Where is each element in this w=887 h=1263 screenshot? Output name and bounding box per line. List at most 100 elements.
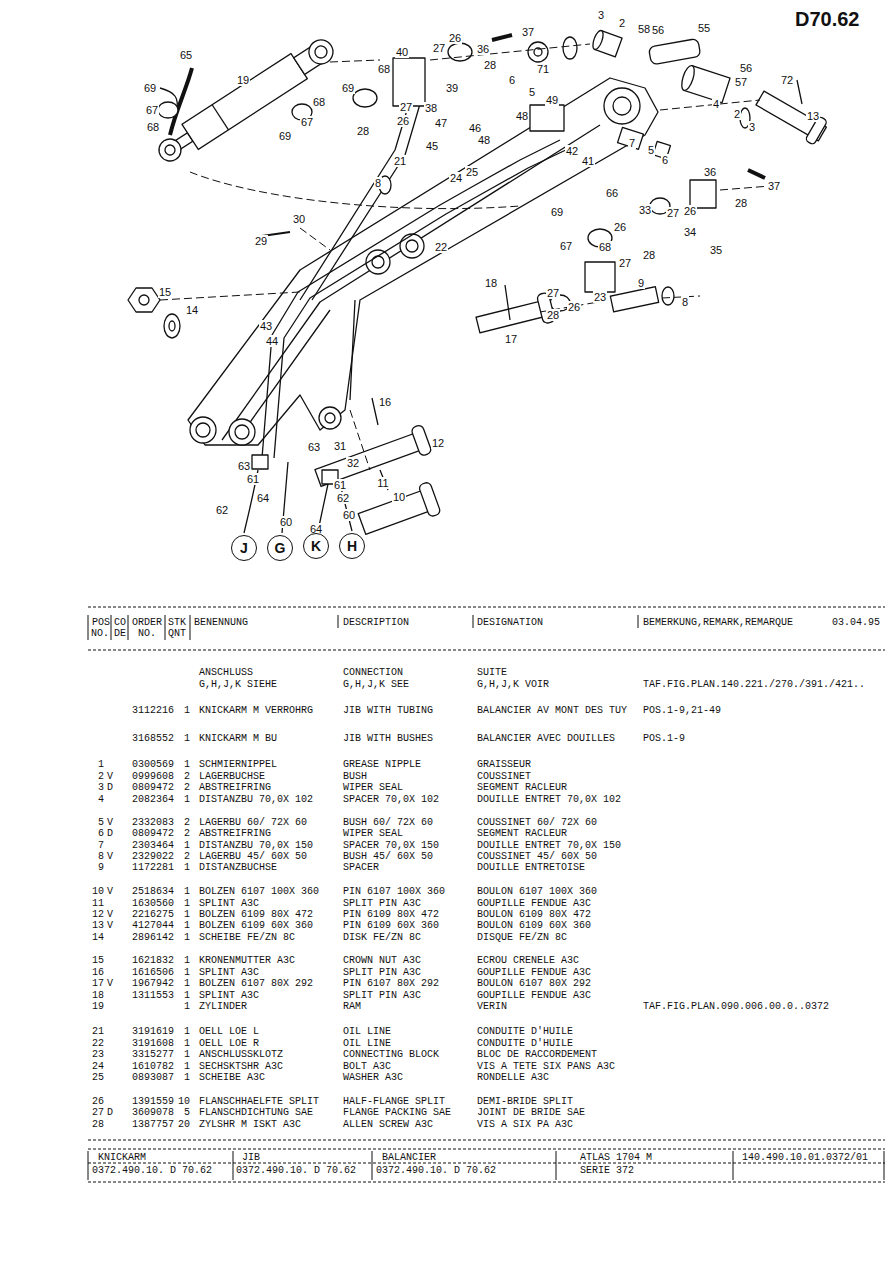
callout-number: 7 — [628, 137, 636, 149]
callout-number: 68 — [377, 63, 391, 75]
table-cell: BALANCIER AVEC DOUILLES — [477, 733, 615, 744]
table-cell: WIPER SEAL — [343, 828, 403, 839]
callout-number: 22 — [434, 241, 448, 253]
connection-circle: G — [267, 535, 293, 561]
table-cell: FLANSCHHAELFTE SPLIT — [199, 1096, 319, 1107]
table-cell: BOULON 6109 80X 472 — [477, 909, 591, 920]
hose — [244, 462, 352, 533]
callout-number: 48 — [477, 134, 491, 146]
callout-number: 60 — [342, 509, 356, 521]
table-cell: STK — [168, 617, 186, 628]
table-cell: BOLT A3C — [343, 1061, 391, 1072]
drawing-line — [372, 1151, 373, 1180]
table-cell: PIN 6109 60X 360 — [343, 920, 439, 931]
callout-number: 28 — [546, 309, 560, 321]
spacer-9 — [610, 287, 658, 312]
table-cell: 1 — [184, 1061, 190, 1072]
table-cell: WIPER SEAL — [343, 782, 403, 793]
table-cell: 1967942 — [132, 978, 174, 989]
callout-number: 8 — [374, 177, 382, 189]
drawing-line — [182, 54, 307, 150]
table-cell: 3191619 — [132, 1026, 174, 1037]
table-cell: 2 — [184, 851, 190, 862]
drawing-line — [88, 29, 885, 1182]
table-cell: SCHMIERNIPPEL — [199, 759, 277, 770]
drawing-line — [372, 256, 384, 268]
oil-line — [300, 100, 420, 300]
table-cell: DE — [114, 628, 126, 639]
table-cell: 1 — [184, 967, 190, 978]
callout-number: 26 — [396, 115, 410, 127]
callout-number: 43 — [259, 320, 273, 332]
drawing-line — [613, 97, 631, 115]
table-cell: BLOC DE RACCORDEMENT — [477, 1049, 597, 1060]
table-cell: 1 — [184, 955, 190, 966]
callout-number: 10 — [392, 491, 406, 503]
callout-number: 2 — [733, 108, 741, 120]
table-cell: POS.1-9,21-49 — [643, 705, 721, 716]
table-cell: POS.1-9 — [643, 733, 685, 744]
callout-number: 15 — [158, 286, 172, 298]
callout-number: 27 — [399, 101, 413, 113]
table-cell: GOUPILLE FENDUE A3C — [477, 967, 591, 978]
table-cell: 0372.490.10. D 70.62 — [92, 1165, 212, 1176]
drawing-line — [163, 143, 177, 157]
callout-number: 36 — [476, 43, 490, 55]
pin-10 — [356, 481, 441, 540]
drawing-line — [128, 615, 129, 640]
callout-number: 35 — [709, 244, 723, 256]
drawing-line — [618, 127, 644, 149]
drawing-line — [165, 615, 166, 640]
table-cell: 1 — [184, 920, 190, 931]
drawing-line — [88, 1151, 89, 1180]
table-cell: FLANGE PACKING SAE — [343, 1107, 451, 1118]
callout-number: 56 — [739, 62, 753, 74]
table-cell: SPLINT A3C — [199, 990, 259, 1001]
callout-number: 62 — [215, 504, 229, 516]
callout-number: 28 — [356, 125, 370, 137]
table-cell: BUSH 60/ 72X 60 — [343, 817, 433, 828]
callout-number: 48 — [515, 110, 529, 122]
table-cell: CONDUITE D'HUILE — [477, 1026, 573, 1037]
table-cell: SPLIT PIN A3C — [343, 967, 421, 978]
table-cell: LAGERBUCHSE — [199, 771, 265, 782]
table-cell: 8 — [98, 851, 104, 862]
callout-number: 71 — [536, 63, 550, 75]
table-cell: 1630560 — [132, 898, 174, 909]
callout-number: 24 — [449, 172, 463, 184]
table-cell: ECROU CRENELE A3C — [477, 955, 579, 966]
table-cell: ALLEN SCREW A3C — [343, 1119, 433, 1130]
table-cell: 3191608 — [132, 1038, 174, 1049]
connection-letter: J — [240, 540, 248, 556]
sheet-title: D70.62 — [795, 8, 860, 30]
table-cell: PIN 6107 80X 292 — [343, 978, 439, 989]
table-cell: CONNECTION — [343, 667, 403, 678]
table-cell: CO — [114, 617, 126, 628]
callout-number: 37 — [521, 26, 535, 38]
connection-letter: G — [275, 540, 286, 556]
drawing-line — [88, 1140, 885, 1141]
pin-12 — [313, 424, 432, 492]
drawing-line — [338, 615, 339, 628]
table-cell: 1 — [184, 759, 190, 770]
table-cell: BOLZEN 6109 60X 360 — [199, 920, 313, 931]
drawing-line — [610, 287, 658, 312]
callout-number: 69 — [341, 82, 355, 94]
drawing-line — [196, 423, 210, 437]
table-cell: 20 — [178, 1119, 190, 1130]
callout-number: 69 — [278, 130, 292, 142]
drawing-line — [530, 105, 564, 131]
drawing-line — [88, 615, 884, 1180]
drawing-line — [128, 288, 160, 312]
drawing-line — [679, 64, 730, 103]
table-cell: 17 — [92, 978, 104, 989]
table-cell: ZYLSHR M ISKT A3C — [199, 1119, 301, 1130]
table-cell: QNT — [168, 628, 186, 639]
callout-number: 27 — [618, 257, 632, 269]
table-cell: 13 — [92, 920, 104, 931]
table-cell: DESIGNATION — [477, 617, 543, 628]
table-cell: ANSCHLUSSKLOTZ — [199, 1049, 283, 1060]
table-cell: DISTANZBU 70,0X 102 — [199, 794, 313, 805]
table-cell: 0809472 — [132, 782, 174, 793]
table-cell: 24 — [92, 1061, 104, 1072]
